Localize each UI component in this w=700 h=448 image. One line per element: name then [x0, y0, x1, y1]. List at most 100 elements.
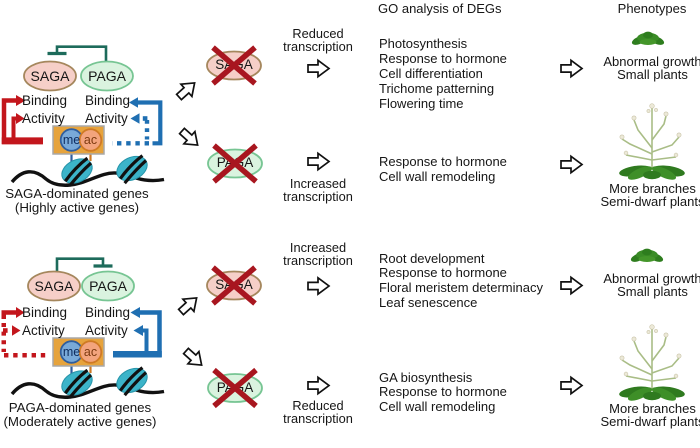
to-phenotype-arrow-icon-2	[560, 155, 583, 174]
phenotype-caption: Abnormal growth Small plants	[595, 53, 700, 83]
go-term: Response to hormone	[379, 153, 507, 169]
phenotype-line: More branches	[609, 180, 696, 196]
nucleosomes-dna-2	[12, 364, 164, 400]
activity-label: Activity	[85, 323, 128, 338]
histone-marks-2	[52, 337, 105, 378]
to-go-arrow-icon-4	[307, 376, 330, 395]
go-term-list: Root development Response to hormone Flo…	[379, 250, 543, 312]
go-term: Root development	[379, 250, 485, 266]
branch-arrow-down-icon-2	[179, 344, 208, 372]
effect-line: transcription	[283, 411, 353, 427]
to-go-arrow-icon-1	[307, 59, 330, 78]
go-term: Floral meristem determinacy	[379, 280, 543, 296]
saga-oval	[23, 60, 77, 92]
transcription-effect-label: Increased transcription	[283, 177, 353, 204]
mutant-label: SAGA	[215, 57, 253, 72]
effect-line: transcription	[283, 253, 353, 269]
binding-label: Binding	[85, 305, 131, 320]
ac-mark	[78, 128, 103, 152]
paga-strong-arrows	[113, 307, 162, 358]
complex-label-saga-2: SAGA	[34, 277, 74, 294]
effect-line: transcription	[283, 189, 353, 205]
effect-line: Reduced	[292, 25, 344, 41]
activity-label: Activity	[22, 323, 65, 338]
go-term: Trichome patterning	[379, 80, 495, 96]
effect-line: Increased	[289, 240, 347, 255]
transcription-effect-label: Reduced transcription	[283, 25, 353, 54]
ac-mark-label: ac	[83, 345, 98, 359]
go-term-list: Response to hormone Cell wall remodeling	[379, 153, 507, 185]
complex-label-saga-1: SAGA	[30, 67, 70, 84]
go-analysis-header: GO analysis of DEGs	[378, 1, 502, 16]
go-term-list: GA biosynthesis Response to hormone Cell…	[379, 369, 507, 416]
phenotype-line: Abnormal growth	[603, 270, 700, 286]
gene-group-subtitle-1: (Highly active genes)	[14, 200, 140, 216]
activity-label: Activity	[85, 111, 128, 126]
gene-group-title-1: SAGA-dominated genes	[5, 186, 149, 201]
transcription-effect-label: Increased transcription	[283, 241, 353, 268]
ac-mark-label: ac	[83, 133, 98, 147]
phenotype-caption: More branches Semi-dwarf plants	[595, 180, 700, 210]
go-term: Cell differentiation	[379, 65, 483, 81]
go-term: Photosynthesis	[379, 36, 468, 51]
go-term: Flowering time	[379, 95, 464, 111]
small-plant-image-1	[630, 31, 666, 47]
nucleosomes-dna-1	[12, 152, 164, 188]
inhibition-connector-saga-to-paga	[55, 257, 113, 271]
phenotype-line: Abnormal growth	[603, 53, 700, 69]
me-mark-label: me	[62, 345, 81, 359]
inhibition-connector-paga-to-saga	[47, 45, 108, 61]
mutant-label: PAGA	[216, 155, 254, 170]
ac-mark-2	[78, 340, 103, 364]
paga-oval-2	[81, 270, 135, 302]
go-term: Response to hormone	[379, 265, 507, 281]
branch-arrow-up-icon-2	[174, 291, 203, 319]
to-phenotype-arrow-icon-1	[560, 59, 583, 78]
activity-label: Activity	[22, 111, 65, 126]
mutant-label: PAGA	[216, 379, 254, 395]
effect-line: Increased	[289, 176, 347, 191]
gene-group-subtitle-2: (Moderately active genes)	[3, 414, 157, 429]
go-term: Cell wall remodeling	[379, 399, 496, 415]
binding-label: Binding	[22, 305, 68, 320]
to-phenotype-arrow-icon-3	[560, 276, 583, 295]
go-term: Response to hormone	[379, 50, 507, 66]
to-go-arrow-icon-2	[307, 152, 330, 171]
paga-weak-activity-arrows	[112, 97, 163, 146]
go-term-list: Photosynthesis Response to hormone Cell …	[379, 36, 507, 112]
complex-label-paga-2: PAGA	[89, 277, 127, 294]
gene-group-title-2: PAGA-dominated genes	[8, 399, 152, 415]
small-plant-image-2	[629, 248, 665, 264]
saga-weak-activity-arrows	[1, 307, 46, 358]
effect-line: transcription	[283, 38, 353, 54]
phenotype-line: Small plants	[617, 67, 688, 83]
saga-strong-arrows	[1, 95, 43, 145]
branched-plant-image-2	[617, 323, 687, 405]
phenotype-line: More branches	[609, 400, 696, 416]
effect-line: Reduced	[292, 398, 344, 413]
paga-oval	[80, 60, 134, 92]
branched-plant-image-1	[617, 102, 687, 184]
go-term: Response to hormone	[379, 384, 507, 400]
branch-arrow-down-icon-1	[175, 124, 204, 152]
transcription-effect-label: Reduced transcription	[283, 399, 353, 426]
binding-label: Binding	[85, 93, 131, 108]
to-go-arrow-icon-3	[307, 276, 330, 296]
binding-label: Binding	[22, 93, 68, 108]
go-term: GA biosynthesis	[379, 369, 473, 385]
phenotype-caption: More branches Semi-dwarf plants	[595, 400, 700, 430]
mutant-label: SAGA	[215, 277, 253, 292]
branch-arrow-up-icon-1	[172, 76, 201, 104]
phenotype-line: Small plants	[617, 284, 688, 300]
to-phenotype-arrow-icon-4	[560, 376, 583, 395]
complex-label-paga-1: PAGA	[88, 67, 126, 84]
phenotype-caption: Abnormal growth Small plants	[595, 270, 700, 300]
go-term: Cell wall remodeling	[379, 168, 496, 184]
phenotype-line: Semi-dwarf plants	[600, 414, 700, 430]
phenotype-line: Semi-dwarf plants	[600, 194, 700, 210]
saga-oval-2	[27, 270, 81, 302]
go-term: Leaf senescence	[379, 295, 478, 311]
me-mark-label: me	[62, 133, 81, 147]
phenotypes-header: Phenotypes	[617, 1, 687, 16]
